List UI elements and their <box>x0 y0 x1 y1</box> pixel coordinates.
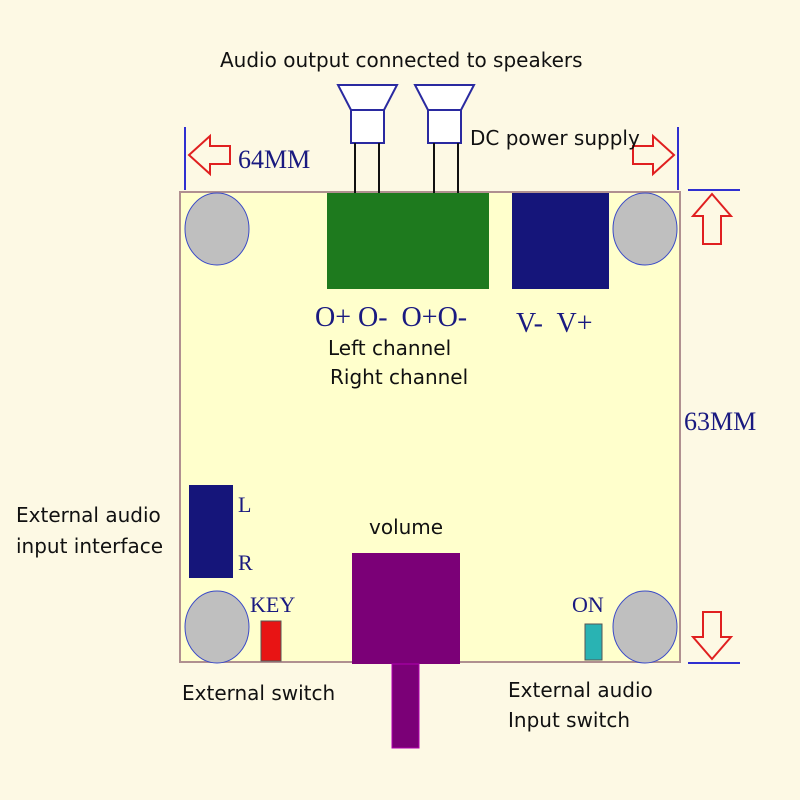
mounting-hole-bottom-right <box>612 590 678 664</box>
audio-output-label: Audio output connected to speakers <box>220 48 583 72</box>
arrow-down-icon <box>690 611 734 661</box>
output-terminal-labels: O+ O- O+O- <box>315 302 467 333</box>
input-r-label: R <box>238 550 253 575</box>
on-switch <box>584 623 603 661</box>
external-audio-label-line2: input interface <box>16 534 163 558</box>
arrow-right-icon <box>632 133 676 177</box>
speaker-icon-left <box>336 84 399 194</box>
speaker-output-terminal <box>327 193 489 289</box>
key-switch <box>260 620 282 662</box>
volume-knob <box>352 553 460 664</box>
power-terminal-labels: V- V+ <box>516 308 592 339</box>
external-input-switch-label-line1: External audio <box>508 678 653 702</box>
speaker-icon-right <box>413 84 476 194</box>
arrow-up-icon <box>690 192 734 245</box>
height-dimension <box>688 189 740 664</box>
width-dimension-label: 64MM <box>238 145 310 174</box>
mounting-hole-top-left <box>184 192 250 266</box>
mounting-hole-top-right <box>612 192 678 266</box>
volume-shaft <box>391 663 420 749</box>
mounting-hole-bottom-left <box>184 590 250 664</box>
dc-power-terminal <box>512 193 609 289</box>
left-channel-label: Left channel <box>328 336 451 360</box>
external-switch-label: External switch <box>182 681 335 705</box>
height-dimension-label: 63MM <box>684 407 756 436</box>
arrow-left-icon <box>187 133 231 177</box>
key-label: KEY <box>250 592 295 617</box>
right-channel-label: Right channel <box>330 365 468 389</box>
input-l-label: L <box>238 492 251 517</box>
volume-label: volume <box>369 515 443 539</box>
on-label: ON <box>572 592 604 617</box>
external-audio-label-line1: External audio <box>16 503 161 527</box>
external-input-switch-label-line2: Input switch <box>508 708 630 732</box>
audio-input-connector <box>189 485 233 578</box>
dc-power-label: DC power supply <box>470 126 640 150</box>
width-dimension <box>184 127 679 190</box>
